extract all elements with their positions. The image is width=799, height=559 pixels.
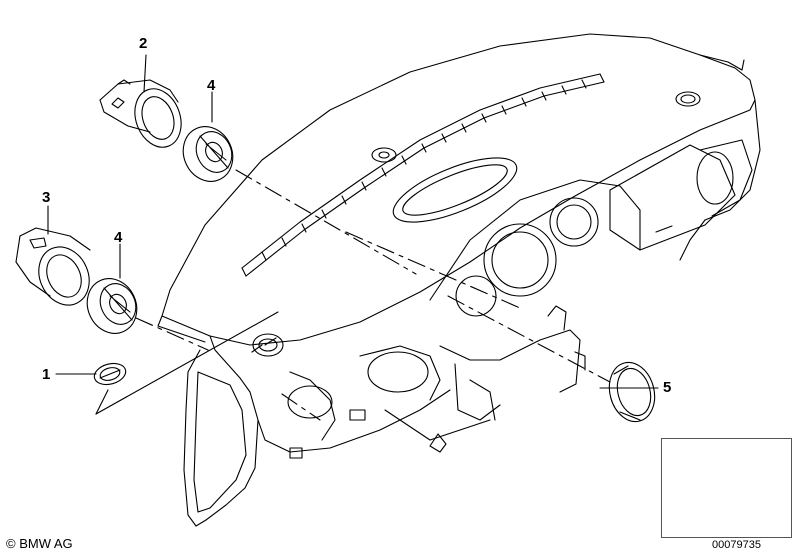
callout-4-upper: 4 (207, 77, 216, 94)
round-vent-upper (182, 126, 234, 182)
callout-5: 5 (663, 379, 672, 396)
vehicle-thumbnail-frame (661, 438, 792, 538)
copyright-label: © BMW AG (6, 536, 73, 551)
callout-1: 1 (42, 366, 51, 383)
trim-ring (608, 361, 656, 423)
dashboard-panel (157, 33, 761, 527)
callout-3: 3 (42, 189, 51, 206)
round-vent-lower (86, 278, 138, 334)
small-cap (93, 362, 127, 386)
callout-4-lower: 4 (114, 229, 123, 246)
vent-housing-centre (99, 79, 182, 148)
leader-lines (135, 169, 611, 421)
vent-housing-side (15, 227, 91, 306)
callout-2: 2 (139, 35, 148, 52)
document-number: 00079735 (712, 539, 761, 551)
